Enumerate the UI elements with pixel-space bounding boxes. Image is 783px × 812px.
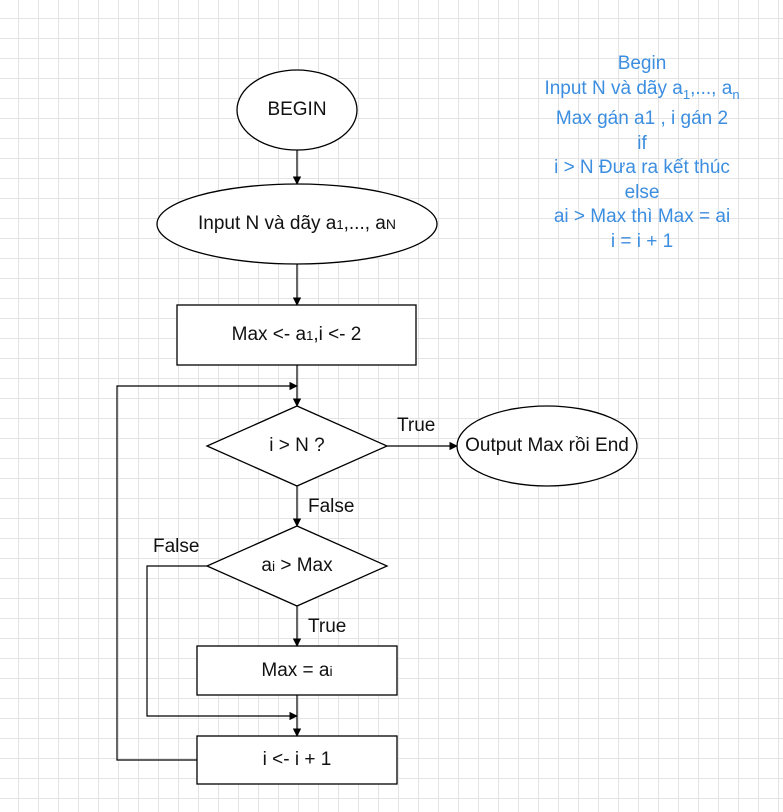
init-label-prefix: Max <- a <box>231 324 307 345</box>
condition-ai-prefix: a <box>261 555 272 576</box>
pseudocode-line-if: if <box>637 132 647 154</box>
pseudocode-input-sub1: 1 <box>682 86 691 102</box>
pseudocode-line-else: else <box>624 181 660 203</box>
input-label-mid: ,..., a <box>343 213 386 234</box>
pseudocode-input-prefix: Input N và dãy a <box>544 77 683 99</box>
condition-i-gt-n-label: i > N ? <box>269 435 325 456</box>
condition-ai-suffix: > Max <box>275 555 333 576</box>
input-label-subscript: 1 <box>336 216 344 232</box>
edge-maxcond-false-to-merge <box>146 565 298 721</box>
edge-label-true-max: True <box>308 616 347 637</box>
pseudocode-line-compare: ai > Max thì Max = ai <box>553 206 731 227</box>
init-label-suffix: ,i <- 2 <box>313 324 362 345</box>
output-label: Output Max rồi End <box>465 435 629 456</box>
pseudocode-input-mid: ,..., a <box>690 77 733 99</box>
edge-loop-back <box>116 381 298 761</box>
pseudocode-line-init: Max gán a1 , i gán 2 <box>555 108 729 129</box>
pseudocode-annotation: Begin Input N và dãy a1,..., an Max gán … <box>520 52 764 254</box>
edge-label-true-end: True <box>397 415 436 436</box>
input-label-prefix: Input N và dãy a <box>198 213 337 234</box>
edge-label-false-end: False <box>308 496 355 517</box>
pseudocode-input-sub2: n <box>732 86 740 102</box>
pseudocode-line-begin: Begin <box>617 53 667 74</box>
pseudocode-line-input: Input N và dãy a1,..., an <box>520 77 764 108</box>
pseudocode-line-increment: i = i + 1 <box>610 230 674 252</box>
input-label-tail: N <box>385 216 396 232</box>
assign-max-sub: i <box>329 662 333 679</box>
increment-label: i <- i + 1 <box>262 749 332 770</box>
pseudocode-line-condition: i > N Đưa ra kết thúc <box>554 157 730 178</box>
edge-label-false-max: False <box>153 536 200 557</box>
init-label-subscript: 1 <box>306 327 314 343</box>
condition-ai-sub: i <box>271 558 276 574</box>
assign-max-prefix: Max = a <box>261 659 330 681</box>
begin-label: BEGIN <box>267 99 327 120</box>
